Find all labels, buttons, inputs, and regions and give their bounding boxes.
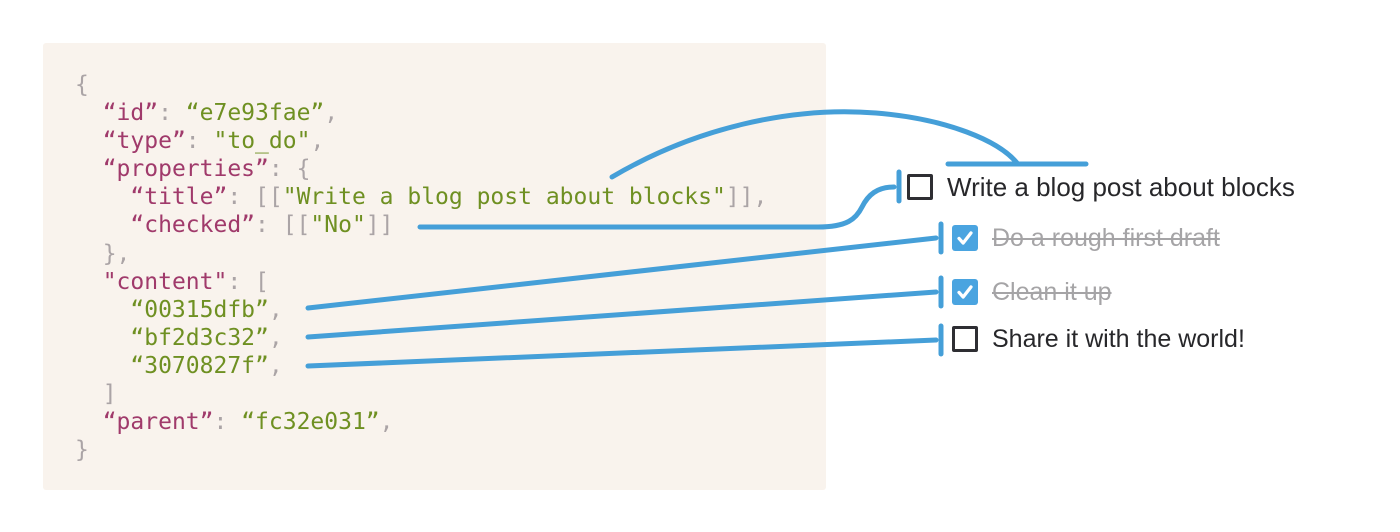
code-token-punct: [75, 297, 130, 323]
code-token-punct: ,: [310, 128, 325, 155]
code-token-punct: ]],: [725, 184, 768, 211]
code-token-punct: [75, 325, 130, 351]
check-icon: [957, 285, 973, 299]
checkbox-unchecked[interactable]: [952, 326, 978, 352]
code-token-punct: [75, 156, 103, 182]
code-token-value: “fc32e031”: [241, 409, 380, 436]
checkbox-checked[interactable]: [952, 225, 978, 251]
code-line: }: [75, 436, 767, 464]
todo-item: Write a blog post about blocks: [907, 171, 1295, 202]
code-token-punct: {: [75, 72, 89, 98]
code-token-punct: }: [75, 437, 89, 464]
code-token-value: "to_do": [213, 128, 311, 155]
code-token-key: “properties”: [102, 156, 269, 183]
code-token-punct: ,: [268, 352, 283, 379]
code-token-punct: : {: [268, 156, 311, 183]
code-token-punct: [75, 409, 103, 435]
code-token-punct: [75, 184, 130, 210]
checkbox-checked[interactable]: [952, 279, 978, 305]
code-token-value: “bf2d3c32”: [130, 324, 269, 351]
code-token-punct: : [[: [227, 184, 283, 211]
code-token-punct: },: [75, 240, 131, 267]
todo-label: Do a rough first draft: [992, 223, 1220, 252]
code-line: “properties”: {: [75, 155, 767, 183]
code-token-punct: :: [158, 100, 186, 127]
checkbox-unchecked[interactable]: [907, 174, 933, 200]
code-token-punct: [75, 269, 103, 295]
code-token-punct: ]]: [365, 212, 394, 239]
code-token-punct: [75, 212, 130, 238]
todo-label: Clean it up: [992, 277, 1112, 306]
code-line: “bf2d3c32”,: [75, 324, 767, 352]
code-token-value: "Write a blog post about blocks": [282, 184, 726, 211]
code-token-key: “id”: [102, 100, 159, 127]
code-token-punct: [75, 128, 103, 154]
code-token-key: “title”: [130, 184, 228, 211]
code-token-punct: :: [213, 409, 242, 436]
code-token-key: “type”: [102, 128, 186, 155]
code-token-punct: ]: [75, 381, 117, 408]
code-line: “3070827f”,: [75, 352, 767, 380]
code-token-punct: ,: [268, 296, 283, 323]
check-icon: [957, 231, 973, 245]
code-token-punct: ,: [268, 324, 283, 351]
code-line: ]: [75, 380, 767, 408]
code-line: “id”: “e7e93fae”,: [75, 99, 767, 127]
todo-item: Share it with the world!: [952, 325, 1245, 353]
code-line: “parent”: “fc32e031”,: [75, 408, 767, 436]
todo-label: Write a blog post about blocks: [947, 171, 1295, 202]
code-token-key: “checked”: [130, 212, 256, 239]
code-line: "content": [: [75, 268, 767, 296]
code-token-value: "No": [310, 212, 366, 239]
code-token-punct: ,: [379, 409, 394, 436]
todo-item: Clean it up: [952, 278, 1112, 306]
code-token-key: "content": [102, 268, 228, 295]
code-token-punct: [75, 353, 130, 379]
code-token-value: “e7e93fae”: [185, 100, 325, 127]
code-line: {: [75, 71, 767, 99]
code-token-punct: : [[: [255, 212, 311, 239]
code-line: “checked”: [["No"]]: [75, 211, 767, 239]
code-token-punct: : [: [227, 268, 269, 295]
todo-item: Do a rough first draft: [952, 224, 1220, 252]
code-line: “00315dfb”,: [75, 296, 767, 324]
code-line: },: [75, 240, 767, 268]
code-token-key: “parent”: [102, 409, 214, 436]
code-token-punct: [75, 100, 103, 126]
code-token-punct: ,: [324, 100, 339, 127]
code-line: “type”: "to_do",: [75, 127, 767, 155]
code-block: { “id”: “e7e93fae”, “type”: "to_do", “pr…: [75, 71, 767, 464]
code-token-value: “3070827f”: [130, 352, 269, 379]
code-token-punct: :: [185, 128, 214, 155]
code-token-value: “00315dfb”: [130, 296, 269, 323]
todo-label: Share it with the world!: [992, 324, 1245, 353]
code-line: “title”: [["Write a blog post about bloc…: [75, 183, 767, 211]
